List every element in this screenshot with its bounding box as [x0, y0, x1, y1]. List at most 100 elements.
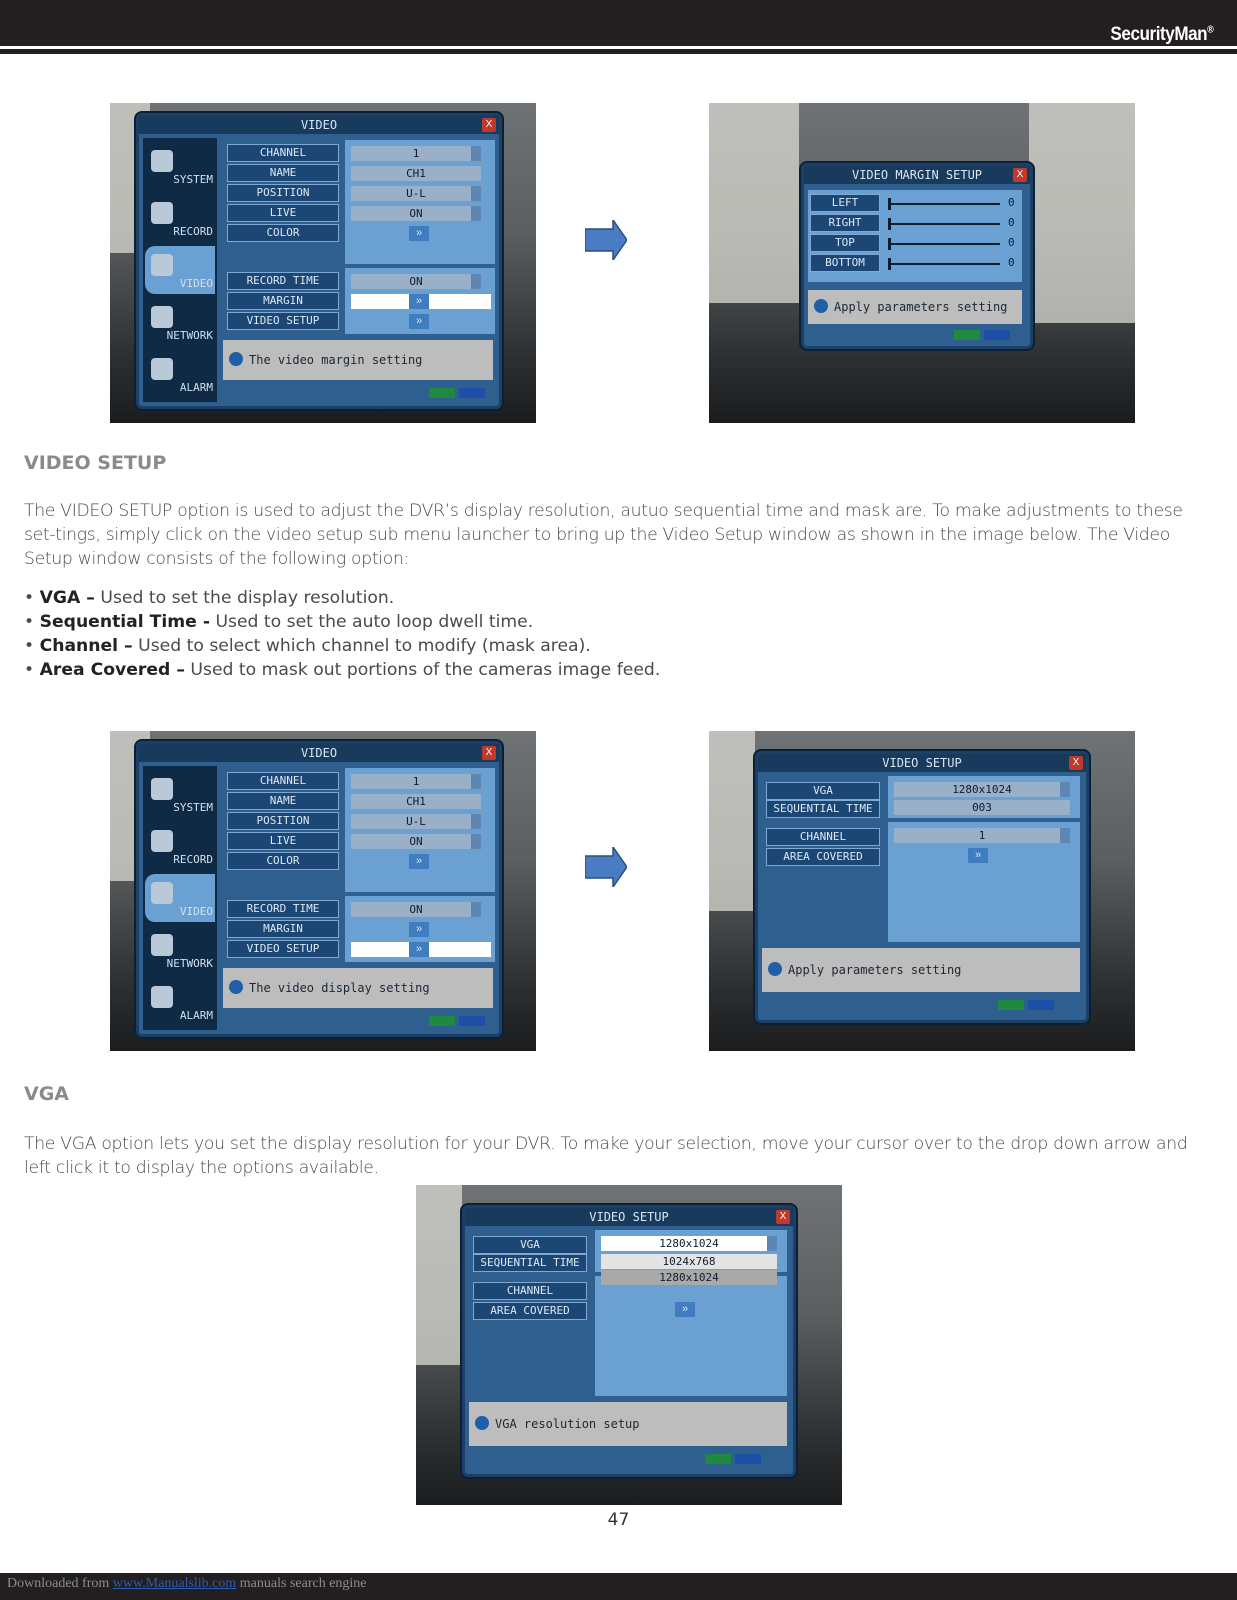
channel-select[interactable]: 1: [351, 146, 481, 161]
bottom-value: 0: [1008, 256, 1015, 269]
status-message: The video display setting: [223, 968, 493, 1008]
area-covered-label: AREA COVERED: [766, 848, 880, 866]
right-margin-slider[interactable]: [888, 218, 1000, 230]
bottom-label: BOTTOM: [810, 254, 880, 272]
left-value: 0: [1008, 196, 1015, 209]
area-covered-launcher-button[interactable]: »: [675, 1302, 695, 1317]
right-value: 0: [1008, 216, 1015, 229]
video-window: VIDEO X SYSTEM RECORD VIDEO NETWORK ALAR…: [136, 741, 502, 1037]
brand-logo: SecurityMan®: [1110, 24, 1213, 45]
close-icon[interactable]: X: [482, 746, 496, 760]
video-setup-label: VIDEO SETUP: [227, 940, 339, 958]
sidebar-item-network[interactable]: NETWORK: [145, 298, 215, 346]
status-message: The video margin setting: [223, 340, 493, 380]
video-setup-launcher-button[interactable]: »: [409, 314, 429, 329]
vga-select[interactable]: 1280x1024: [894, 782, 1070, 797]
top-margin-slider[interactable]: [888, 238, 1000, 250]
video-setup-label: VIDEO SETUP: [227, 312, 339, 330]
list-item: • Area Covered – Used to mask out portio…: [24, 660, 661, 680]
color-label: COLOR: [227, 224, 339, 242]
sidebar-item-video[interactable]: VIDEO: [145, 246, 215, 294]
record-time-label: RECORD TIME: [227, 272, 339, 290]
sidebar-item-system[interactable]: SYSTEM: [145, 142, 215, 190]
vga-select[interactable]: 1280x1024: [601, 1236, 777, 1251]
left-label: LEFT: [810, 194, 880, 212]
margin-setup-window: VIDEO MARGIN SETUP X LEFT RIGHT TOP BOTT…: [801, 163, 1033, 349]
video-setup-launcher-button[interactable]: »: [409, 942, 429, 957]
ok-cancel-buttons[interactable]: [954, 330, 1010, 340]
ok-cancel-buttons[interactable]: [429, 1016, 485, 1026]
live-select[interactable]: ON: [351, 206, 481, 221]
name-field[interactable]: CH1: [351, 794, 481, 809]
arrow-right-icon: [585, 847, 627, 887]
channel-select[interactable]: 1: [894, 828, 1070, 843]
record-time-label: RECORD TIME: [227, 900, 339, 918]
close-icon[interactable]: X: [1069, 756, 1083, 770]
record-time-select[interactable]: ON: [351, 274, 481, 289]
ok-cancel-buttons[interactable]: [705, 1454, 761, 1464]
area-covered-label: AREA COVERED: [473, 1302, 587, 1320]
status-message: Apply parameters setting: [808, 290, 1022, 324]
section-heading-vga: VGA: [24, 1083, 70, 1105]
top-value: 0: [1008, 236, 1015, 249]
header-rule: [0, 49, 1237, 54]
footer-bar: Downloaded from www.Manualslib.com manua…: [0, 1573, 1237, 1600]
sequential-time-label: SEQUENTIAL TIME: [473, 1254, 587, 1272]
live-label: LIVE: [227, 204, 339, 222]
video-setup-window: VIDEO SETUP X VGA SEQUENTIAL TIME CHANNE…: [462, 1205, 796, 1477]
close-icon[interactable]: X: [482, 118, 496, 132]
status-message: VGA resolution setup: [469, 1402, 787, 1446]
info-icon: [768, 962, 782, 976]
info-icon: [814, 299, 828, 313]
margin-label: MARGIN: [227, 920, 339, 938]
channel-label: CHANNEL: [766, 828, 880, 846]
vga-option-1280x1024[interactable]: 1280x1024: [601, 1270, 777, 1285]
status-message: Apply parameters setting: [762, 948, 1080, 992]
footer-link[interactable]: www.Manualslib.com: [112, 1576, 237, 1591]
position-select[interactable]: U-L: [351, 814, 481, 829]
live-select[interactable]: ON: [351, 834, 481, 849]
page-number: 47: [607, 1510, 630, 1530]
sequential-time-field[interactable]: 003: [894, 800, 1070, 815]
channel-select[interactable]: 1: [351, 774, 481, 789]
footer-text: Downloaded from www.Manualslib.com manua…: [7, 1576, 367, 1591]
video-setup-paragraph: The VIDEO SETUP option is used to adjust…: [24, 501, 1183, 569]
sidebar-item-alarm[interactable]: ALARM: [145, 350, 215, 398]
info-icon: [229, 352, 243, 366]
name-label: NAME: [227, 164, 339, 182]
position-label: POSITION: [227, 812, 339, 830]
video-window: VIDEO X SYSTEM RECORD VIDEO NETWORK ALAR…: [136, 113, 502, 409]
sidebar-item-record[interactable]: RECORD: [145, 194, 215, 242]
section-heading-video-setup: VIDEO SETUP: [24, 452, 167, 474]
close-icon[interactable]: X: [1013, 168, 1027, 182]
sidebar-item-network[interactable]: NETWORK: [145, 926, 215, 974]
name-field[interactable]: CH1: [351, 166, 481, 181]
left-margin-slider[interactable]: [888, 198, 1000, 210]
close-icon[interactable]: X: [776, 1210, 790, 1224]
sidebar-item-video[interactable]: VIDEO: [145, 874, 215, 922]
screenshot-video-menu-margin: VIDEO X SYSTEM RECORD VIDEO NETWORK ALAR…: [110, 103, 536, 423]
margin-launcher-button[interactable]: »: [409, 922, 429, 937]
margin-launcher-button[interactable]: »: [409, 294, 429, 309]
video-setup-window: VIDEO SETUP X VGA SEQUENTIAL TIME CHANNE…: [755, 751, 1089, 1023]
ok-cancel-buttons[interactable]: [429, 388, 485, 398]
sidebar-item-alarm[interactable]: ALARM: [145, 978, 215, 1026]
ok-cancel-buttons[interactable]: [998, 1000, 1054, 1010]
list-item: • Sequential Time - Used to set the auto…: [24, 612, 534, 632]
live-label: LIVE: [227, 832, 339, 850]
color-launcher-button[interactable]: »: [409, 854, 429, 869]
sidebar-item-record[interactable]: RECORD: [145, 822, 215, 870]
sequential-time-label: SEQUENTIAL TIME: [766, 800, 880, 818]
arrow-right-icon: [585, 220, 627, 260]
vga-label: VGA: [473, 1236, 587, 1254]
menu-sidebar: SYSTEM RECORD VIDEO NETWORK ALARM: [143, 138, 217, 402]
record-time-select[interactable]: ON: [351, 902, 481, 917]
vga-option-1024x768[interactable]: 1024x768: [601, 1254, 777, 1269]
area-covered-launcher-button[interactable]: »: [968, 848, 988, 863]
bottom-margin-slider[interactable]: [888, 258, 1000, 270]
position-label: POSITION: [227, 184, 339, 202]
color-label: COLOR: [227, 852, 339, 870]
sidebar-item-system[interactable]: SYSTEM: [145, 770, 215, 818]
color-launcher-button[interactable]: »: [409, 226, 429, 241]
position-select[interactable]: U-L: [351, 186, 481, 201]
